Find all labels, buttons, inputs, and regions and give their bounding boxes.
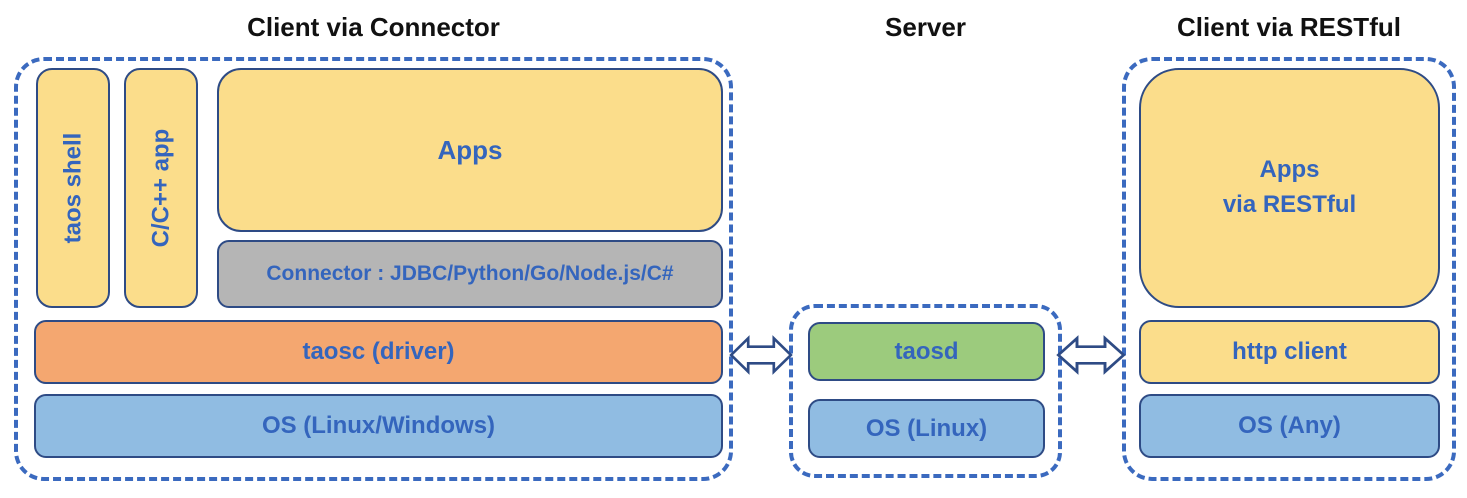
section-client-via-connector <box>14 57 733 481</box>
box-apps: Apps <box>217 68 723 232</box>
section-server <box>789 304 1062 478</box>
os-linux-label: OS (Linux) <box>865 414 988 442</box>
box-os-linux-windows: OS (Linux/Windows) <box>34 394 723 458</box>
box-os-any: OS (Any) <box>1139 394 1440 458</box>
bidirectional-arrow-icon <box>1056 335 1126 375</box>
title-client-via-restful: Client via RESTful <box>1177 12 1401 42</box>
box-cpp-app: C/C++ app <box>124 68 198 308</box>
title-server: Server <box>885 12 966 42</box>
os-any-label: OS (Any) <box>1238 412 1341 439</box>
box-http-client: http client <box>1139 320 1440 384</box>
box-connector: Connector : JDBC/Python/Go/Node.js/C# <box>217 240 723 308</box>
box-taosd: taosd <box>808 322 1045 381</box>
section-client-via-restful <box>1122 57 1456 481</box>
connector-label: Connector : JDBC/Python/Go/Node.js/C# <box>266 262 674 285</box>
title-client-via-connector: Client via Connector <box>247 12 500 42</box>
taosc-driver-label: taosc (driver) <box>302 338 455 365</box>
apps-label: Apps <box>437 134 503 165</box>
taos-shell-label: taos shell <box>59 132 86 244</box>
os-linux-windows-label: OS (Linux/Windows) <box>261 412 496 439</box>
box-taosc-driver: taosc (driver) <box>34 320 723 384</box>
http-client-label: http client <box>1232 338 1347 365</box>
box-os-linux: OS (Linux) <box>808 399 1045 458</box>
box-taos-shell: taos shell <box>36 68 110 308</box>
taosd-label: taosd <box>894 337 959 365</box>
box-apps-via-restful: Apps via RESTful <box>1139 68 1440 308</box>
apps-via-restful-label: Apps via RESTful <box>1222 156 1357 218</box>
bidirectional-arrow-icon <box>729 335 793 375</box>
cpp-app-label: C/C++ app <box>147 128 175 248</box>
